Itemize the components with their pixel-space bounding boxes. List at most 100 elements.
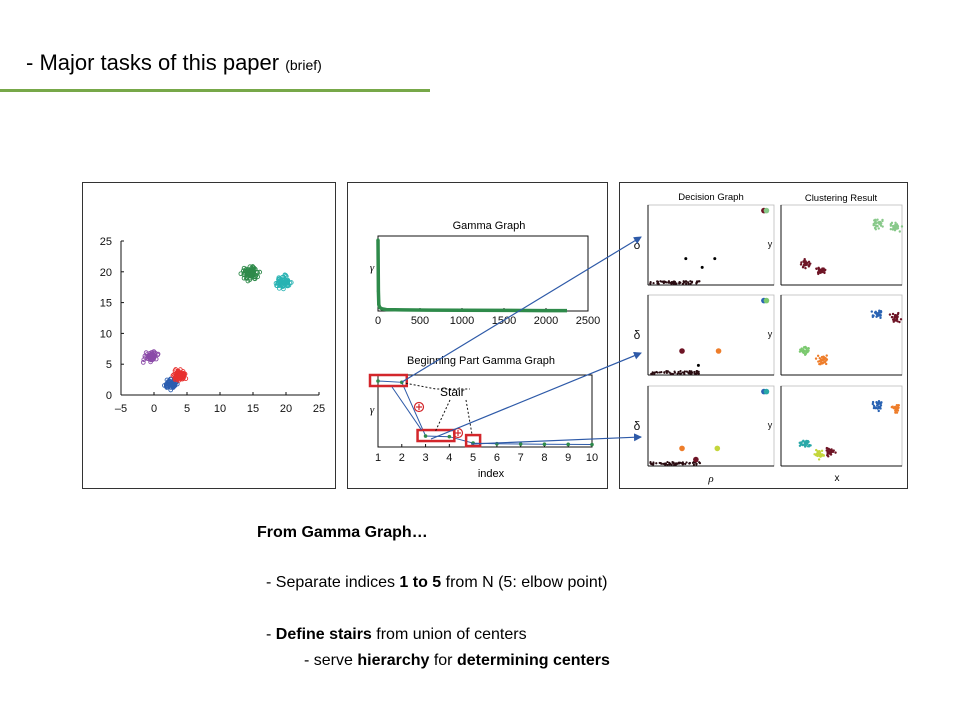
clustering-result-point	[822, 356, 826, 359]
decision-graph-point	[690, 281, 693, 284]
clustering-result-point	[874, 218, 877, 222]
clustering-result-point	[880, 401, 883, 404]
clustering-result-point	[872, 223, 875, 227]
clustering-result-point	[893, 225, 896, 228]
scatter-point	[275, 280, 281, 286]
clustering-result-point	[825, 359, 828, 362]
decision-graph-point	[656, 280, 659, 283]
gamma-graph-line	[376, 239, 567, 313]
gamma-graph-x-tick-label: 0	[375, 315, 381, 327]
clustering-result-point	[799, 263, 803, 266]
scatter-point	[155, 351, 161, 357]
decision-graph-point	[666, 460, 669, 464]
gamma-graph-frame	[377, 235, 589, 312]
clustering-result-point	[890, 221, 894, 225]
title-underline	[0, 89, 430, 92]
clustering-result-point	[827, 447, 831, 451]
scatter-point	[168, 387, 174, 393]
scatter-point	[168, 376, 173, 382]
clustering-result-point	[818, 271, 822, 275]
decision-graph-point	[668, 463, 671, 466]
decision-graph-point	[676, 372, 679, 375]
clustering-result-point	[816, 354, 820, 358]
decision-graph-center	[679, 348, 685, 354]
scatter-y-tick-label: 20	[100, 267, 112, 279]
clustering-result-point	[805, 263, 809, 267]
bullet3-bold2: determining centers	[456, 652, 610, 669]
scatter-y-tick-label: 5	[106, 359, 112, 371]
scatter-point	[181, 372, 187, 378]
bullet3-mid: for	[429, 652, 457, 669]
bullet2-bold: Define stairs	[275, 626, 372, 643]
gamma-beginning-x-tick-label: 10	[586, 452, 598, 464]
decision-graph-point	[685, 461, 688, 464]
decision-graph-point	[658, 461, 661, 465]
clustering-result-point	[876, 218, 879, 221]
decision-graph-frame	[647, 294, 775, 376]
scatter-x-tick-label: 20	[280, 403, 292, 415]
clustering-result-point	[895, 404, 899, 407]
scatter-point	[148, 359, 153, 365]
scatter-point	[238, 271, 244, 277]
gamma-graph-x-tick-label: 500	[411, 315, 429, 327]
clustering-result-point	[802, 351, 806, 355]
slide-title-brief: (brief)	[285, 57, 322, 73]
gamma-beginning-frame	[377, 374, 593, 448]
clustering-result-point	[817, 268, 821, 272]
decision-graph-point	[689, 282, 692, 286]
clustering-result-point	[891, 312, 895, 316]
clustering-result-point	[802, 439, 805, 443]
clustering-result-point	[807, 260, 811, 264]
stair-dashed-connector	[465, 399, 473, 436]
clustering-result-point	[825, 362, 828, 366]
decision-graph-point	[667, 281, 670, 284]
gamma-heading: From Gamma Graph…	[257, 524, 428, 541]
bullet3-text: - serve	[304, 652, 358, 669]
decision-graph-point	[698, 462, 702, 465]
scatter-point	[284, 280, 290, 285]
decision-graph-point	[692, 463, 696, 466]
gamma-graph-point	[377, 303, 381, 307]
clustering-result-point	[878, 406, 881, 410]
scatter-point	[143, 350, 149, 355]
clustering-result-ylabel: y	[768, 239, 773, 249]
clustering-result-point	[823, 358, 826, 361]
clustering-result-point	[899, 318, 903, 321]
scatter-point	[176, 378, 182, 383]
clustering-result-point	[889, 224, 893, 227]
clustering-result-point	[820, 362, 823, 365]
clustering-result-point	[890, 405, 894, 409]
scatter-point	[255, 270, 260, 275]
decision-graph-point	[673, 280, 677, 283]
decision-graph-point	[697, 370, 700, 373]
scatter-point	[277, 276, 282, 282]
decision-graph-center	[679, 445, 685, 452]
clustering-result-point	[891, 228, 895, 231]
clustering-result-point	[800, 347, 803, 350]
clustering-result-point	[823, 271, 826, 275]
gamma-graph-x-tick-label: 1500	[492, 315, 516, 327]
decision-graph-point	[677, 461, 680, 464]
gamma-beginning-x-tick-label: 8	[541, 452, 547, 464]
scatter-point	[173, 377, 179, 382]
clustering-result-point	[802, 260, 806, 263]
gamma-beginning-title: Beginning Part Gamma Graph	[407, 355, 555, 367]
clustering-result-point	[895, 225, 899, 229]
decision-graph-point	[713, 257, 717, 261]
decision-graph-point	[663, 371, 666, 374]
scatter-point	[244, 276, 249, 281]
decision-graph-point	[665, 281, 668, 284]
decision-graph-point	[651, 372, 654, 375]
union-plus-icon	[413, 401, 425, 413]
scatter-point	[150, 350, 156, 355]
stair-dashed-connector	[435, 399, 451, 432]
clustering-result-point	[893, 406, 896, 410]
gamma-beginning-x-tick-label: 7	[518, 452, 524, 464]
scatter-point	[241, 268, 246, 274]
gamma-beginning-point	[447, 434, 452, 439]
bullet2-text: -	[266, 626, 276, 643]
clustering-result-point	[804, 346, 808, 350]
gamma-graph-x-tick-label: 2500	[576, 315, 600, 327]
decision-graph-xlabel: ρ	[707, 473, 713, 485]
